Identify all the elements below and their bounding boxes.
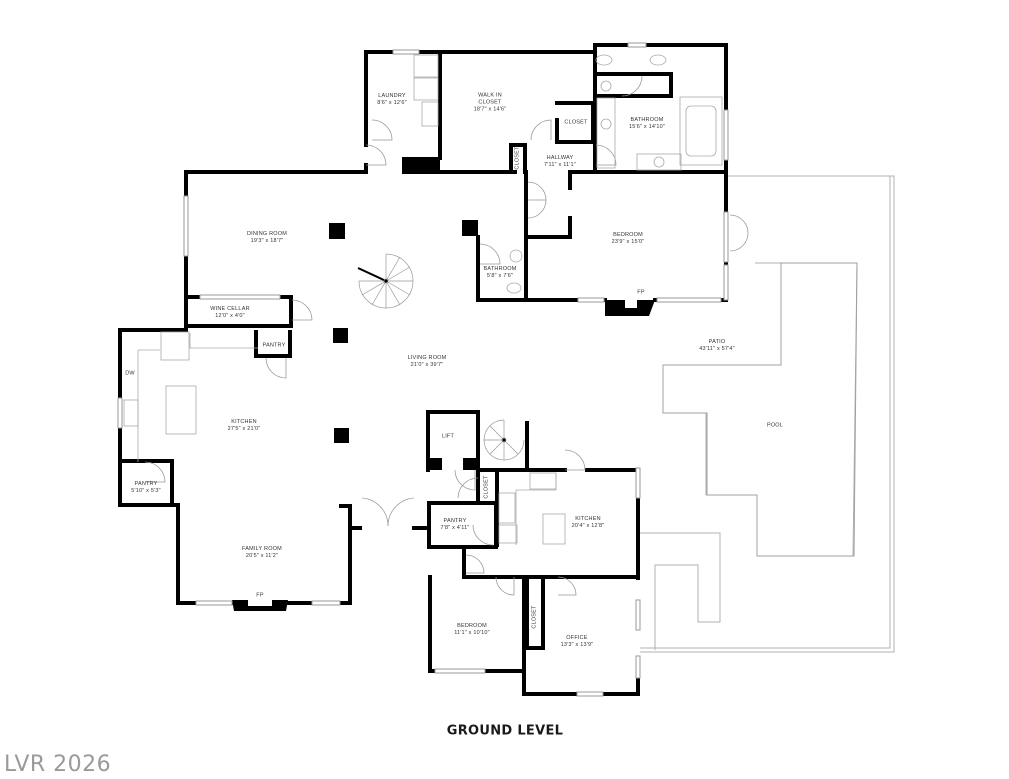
room-kitchen-main: Kitchen27'5" x 21'0": [228, 419, 261, 433]
room-walk-in-closet: Walk In Closet18'7" x 14'6": [470, 93, 510, 114]
room-closet-hall: Closet: [515, 146, 522, 169]
spiral-stair-lift: [483, 419, 525, 461]
room-office: Office13'3" x 13'9": [561, 635, 594, 649]
room-dining: Dining Room19'3" x 18'7": [247, 231, 287, 245]
room-dims: 15'6" x 14'10": [628, 124, 666, 130]
room-name: Pool: [766, 422, 784, 429]
room-name: Living Room: [407, 355, 447, 361]
room-wine-cellar: Wine Cellar12'0" x 4'0": [210, 306, 250, 320]
room-name: Dining Room: [246, 231, 288, 237]
room-lift: Lift: [442, 434, 454, 441]
room-name: Bathroom: [630, 117, 664, 123]
room-dims: 7'8" x 4'11": [440, 525, 470, 531]
room-name: DW: [125, 370, 135, 377]
room-dims: 7'11" x 11'1": [544, 162, 576, 168]
room-name: Pantry: [443, 518, 467, 524]
room-name: Wine Cellar: [210, 306, 250, 312]
room-dims: 20'4" x 12'8": [571, 523, 605, 529]
room-name: FP: [637, 289, 645, 296]
room-bathroom-master: Bathroom15'6" x 14'10": [629, 117, 665, 131]
room-pantry-small: Pantry7'8" x 4'11": [440, 518, 469, 532]
columns: [232, 157, 655, 611]
room-dims: 5'10" x 5'3": [131, 488, 161, 494]
fixtures: [123, 54, 723, 545]
room-name: Closet: [483, 475, 490, 499]
room-dims: 5'8" x 7'6": [486, 273, 514, 279]
label-fp-bedroom: FP: [637, 290, 644, 297]
label-dw: DW: [125, 371, 135, 378]
room-family: Family Room20'5" x 11'2": [242, 546, 282, 560]
room-name: Pantry: [262, 342, 286, 349]
room-pantry-top: Pantry: [262, 343, 285, 350]
room-laundry: Laundry8'6" x 12'6": [377, 93, 407, 107]
room-name: Bathroom: [483, 266, 517, 272]
room-closet-office: Closet: [532, 605, 539, 628]
room-name: Closet: [564, 119, 588, 126]
room-name: Walk In Closet: [478, 92, 502, 106]
room-dims: 21'0" x 39'7": [410, 362, 444, 368]
room-dims: 11'1" x 10'10": [454, 630, 490, 636]
room-dims: 19'3" x 18'7": [250, 238, 284, 244]
room-closet-kitchen2: Closet: [484, 475, 491, 498]
room-name: Closet: [514, 146, 521, 170]
room-name: FP: [256, 592, 264, 599]
room-dims: 20'5" x 11'2": [245, 553, 279, 559]
room-dims: 13'3" x 13'9": [560, 642, 594, 648]
room-name: Family Room: [242, 546, 282, 552]
room-hallway: Hallway7'11" x 11'1": [544, 155, 576, 169]
patio-outline: [640, 175, 895, 653]
room-name: Closet: [531, 605, 538, 629]
watermark: LVR 2026: [4, 752, 112, 777]
room-name: Office: [566, 635, 588, 641]
label-fp-family: FP: [256, 593, 263, 600]
room-name: Pantry: [134, 481, 158, 487]
room-dims: 12'0" x 4'0": [215, 313, 245, 319]
pool-outline: [662, 262, 858, 557]
room-dims: 43'11" x 57'4": [699, 346, 735, 352]
room-dims: 23'9" x 15'0": [611, 239, 645, 245]
room-bathroom-small: Bathroom5'8" x 7'6": [484, 266, 517, 280]
room-dims: 27'5" x 21'0": [227, 426, 261, 432]
room-bedroom-main: Bedroom23'9" x 15'0": [612, 232, 645, 246]
room-closet-upper: Closet: [564, 120, 587, 127]
room-bedroom-small: Bedroom11'1" x 10'10": [454, 623, 490, 637]
room-kitchen-second: Kitchen20'4" x 12'8": [572, 516, 605, 530]
room-patio: Patio43'11" x 57'4": [699, 339, 735, 353]
level-title: GROUND LEVEL: [446, 723, 564, 739]
room-name: Lift: [441, 433, 455, 440]
room-name: Patio: [708, 339, 726, 345]
room-name: Bedroom: [457, 623, 487, 629]
windows: [117, 42, 729, 697]
room-name: Bedroom: [613, 232, 643, 238]
room-living: Living Room21'0" x 39'7": [408, 355, 447, 369]
room-name: Kitchen: [231, 419, 257, 425]
room-pantry-left: Pantry5'10" x 5'3": [131, 481, 161, 495]
room-pool: Pool: [767, 423, 783, 430]
spiral-stair-main: [357, 253, 414, 309]
room-dims: 8'6" x 12'6": [377, 100, 407, 106]
room-dims: 18'7" x 14'6": [473, 106, 507, 113]
walls: [118, 43, 728, 696]
room-name: Laundry: [378, 93, 406, 99]
room-name: Kitchen: [575, 516, 601, 522]
doors: [144, 75, 749, 596]
room-name: Hallway: [546, 155, 574, 161]
